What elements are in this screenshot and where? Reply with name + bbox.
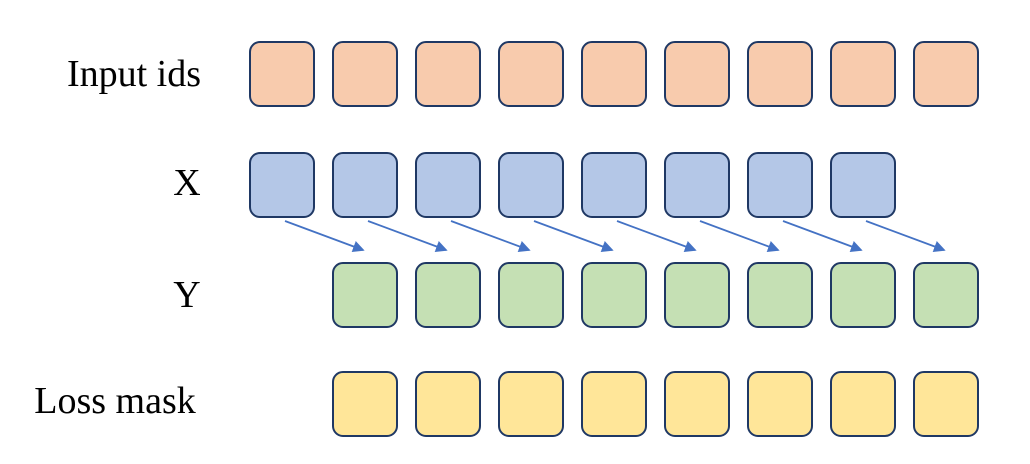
input-ids-token-box bbox=[249, 41, 315, 107]
loss-mask-token-box bbox=[415, 371, 481, 437]
x-token-box bbox=[747, 152, 813, 218]
y-token-box bbox=[747, 262, 813, 328]
loss-mask-token-box bbox=[913, 371, 979, 437]
loss-mask-token-box bbox=[332, 371, 398, 437]
x-token-box bbox=[581, 152, 647, 218]
x-token-box bbox=[332, 152, 398, 218]
input-ids-token-box bbox=[913, 41, 979, 107]
loss-mask-token-box bbox=[498, 371, 564, 437]
loss-mask-token-box bbox=[830, 371, 896, 437]
label-y: Y bbox=[173, 274, 201, 316]
label-loss-mask: Loss mask bbox=[34, 380, 196, 422]
input-ids-token-box bbox=[581, 41, 647, 107]
y-token-box bbox=[415, 262, 481, 328]
input-ids-token-box bbox=[332, 41, 398, 107]
loss-mask-token-box bbox=[664, 371, 730, 437]
y-token-box bbox=[581, 262, 647, 328]
x-token-box bbox=[498, 152, 564, 218]
input-ids-token-box bbox=[664, 41, 730, 107]
y-token-box bbox=[913, 262, 979, 328]
loss-mask-token-box bbox=[747, 371, 813, 437]
input-ids-token-box bbox=[747, 41, 813, 107]
x-token-box bbox=[415, 152, 481, 218]
x-token-box bbox=[830, 152, 896, 218]
shift-arrow bbox=[450, 220, 531, 253]
shift-arrow bbox=[782, 220, 863, 253]
y-token-box bbox=[332, 262, 398, 328]
y-token-box bbox=[498, 262, 564, 328]
shift-arrow bbox=[865, 220, 946, 253]
input-ids-token-box bbox=[830, 41, 896, 107]
shift-arrow bbox=[284, 220, 365, 253]
shift-arrow bbox=[616, 220, 697, 253]
label-x: X bbox=[173, 162, 201, 204]
shift-arrow bbox=[367, 220, 448, 253]
y-token-box bbox=[664, 262, 730, 328]
x-token-box bbox=[249, 152, 315, 218]
input-ids-token-box bbox=[498, 41, 564, 107]
shift-arrow bbox=[699, 220, 780, 253]
input-ids-token-box bbox=[415, 41, 481, 107]
shift-arrow bbox=[533, 220, 614, 253]
label-input-ids: Input ids bbox=[66, 53, 202, 95]
loss-mask-token-box bbox=[581, 371, 647, 437]
x-token-box bbox=[664, 152, 730, 218]
y-token-box bbox=[830, 262, 896, 328]
